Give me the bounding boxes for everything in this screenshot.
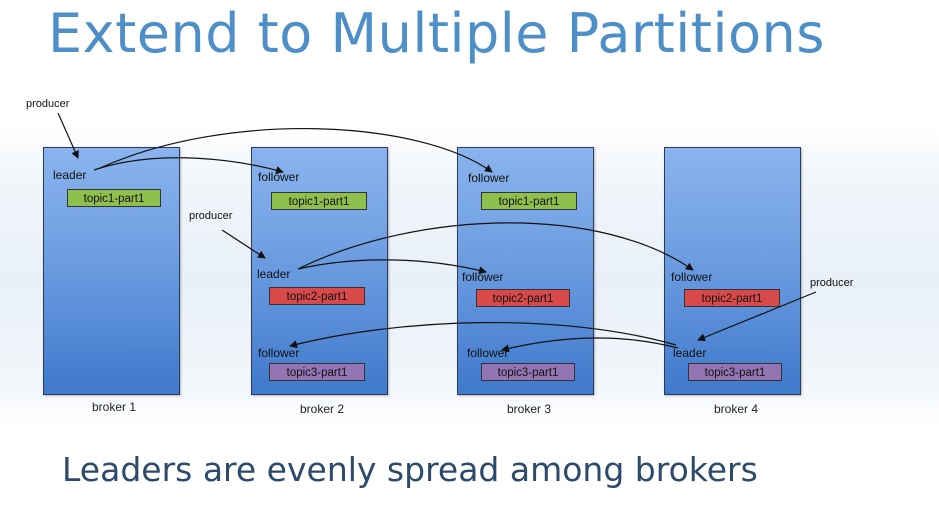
topic1-to-broker3-arrow	[99, 127, 493, 173]
topic1-to-broker2-arrow	[93, 157, 284, 174]
producer-1-label: producer	[26, 98, 70, 110]
broker-2-box	[251, 147, 388, 395]
broker-2-topic3-follower: follower	[258, 346, 300, 360]
broker-2-topic2-leader: leader	[257, 267, 291, 281]
broker-3-topic1-follower: follower	[468, 171, 510, 185]
topic2-to-broker4-arrow	[299, 222, 694, 271]
producer-3-label: producer	[810, 277, 854, 289]
topic2-to-broker3-arrow	[297, 259, 487, 275]
broker-1-topic1-leader: leader	[53, 168, 87, 182]
producer-2-arrow	[221, 229, 266, 259]
broker-4-label: broker 4	[714, 402, 759, 416]
broker-2-topic1-part: topic1-part1	[271, 192, 367, 210]
broker-2-topic2-part: topic2-part1	[269, 287, 365, 305]
broker-1-topic1-part: topic1-part1	[67, 189, 161, 207]
broker-4-topic3-leader: leader	[673, 346, 707, 360]
broker-3-topic2-follower: follower	[462, 270, 504, 284]
broker-1-box	[43, 147, 180, 395]
broker-4-box	[664, 147, 801, 395]
broker-3-topic3-part: topic3-part1	[481, 363, 575, 381]
producer-3-arrow	[697, 291, 817, 342]
producer-1-arrow	[57, 112, 79, 159]
topic3-to-broker3-arrow	[501, 337, 679, 353]
broker-4-topic2-part: topic2-part1	[684, 289, 780, 307]
broker-3-topic2-part: topic2-part1	[476, 289, 570, 307]
broker-3-topic3-follower: follower	[467, 346, 509, 360]
broker-2-topic3-part: topic3-part1	[269, 363, 365, 381]
broker-4-topic3-part: topic3-part1	[688, 363, 782, 381]
slide-subtitle: Leaders are evenly spread among brokers	[62, 450, 758, 489]
broker-2-topic1-follower: follower	[258, 170, 300, 184]
broker-3-label: broker 3	[507, 402, 552, 416]
slide-title: Extend to Multiple Partitions	[48, 2, 825, 65]
topic3-to-broker2-arrow	[289, 321, 677, 349]
broker-4-topic2-follower: follower	[671, 270, 713, 284]
broker-3-topic1-part: topic1-part1	[481, 192, 577, 210]
broker-2-label: broker 2	[300, 402, 345, 416]
broker-1-label: broker 1	[92, 400, 137, 414]
producer-2-label: producer	[189, 210, 233, 222]
